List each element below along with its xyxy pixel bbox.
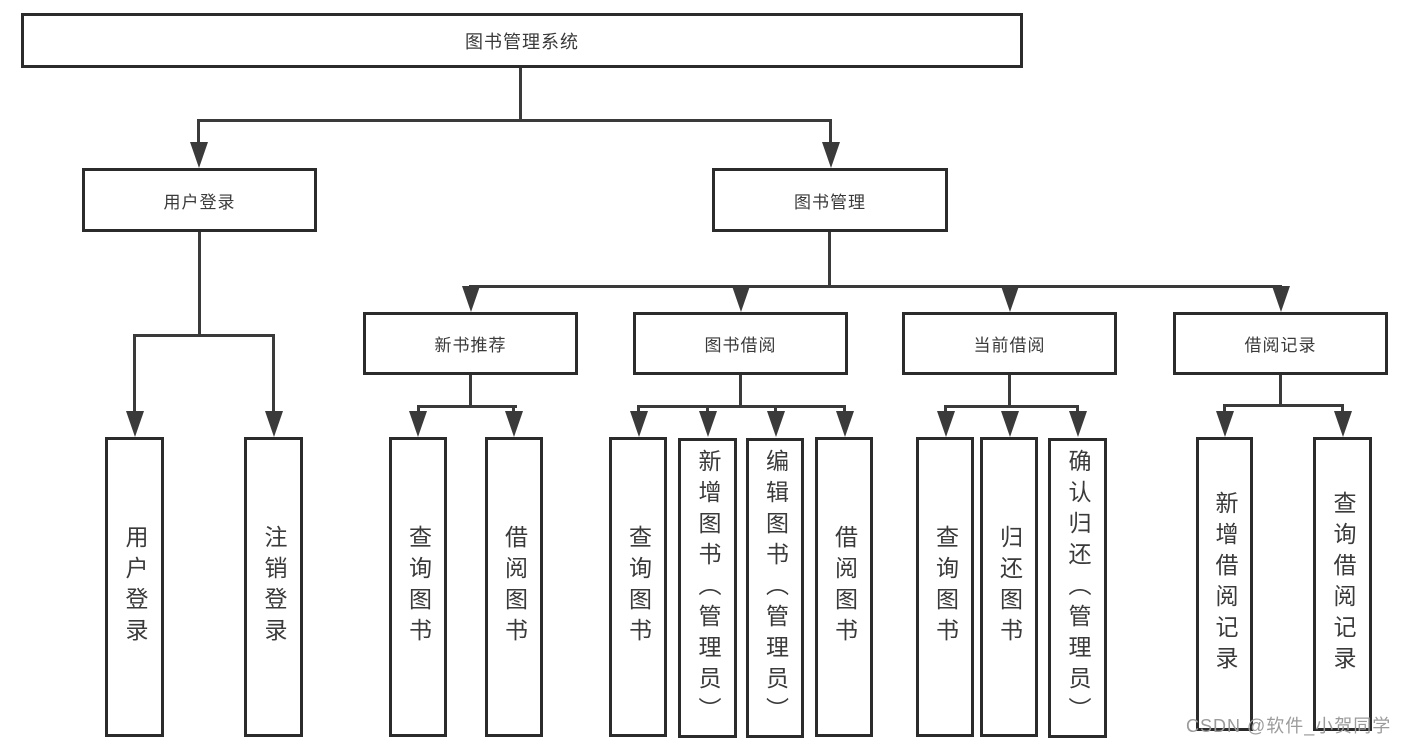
node-root: 图书管理系统 [21, 13, 1023, 68]
connector-line [774, 405, 777, 415]
node-new-book-recommendation-label: 新书推荐 [434, 336, 507, 355]
leaf-user-login-label: 用户登录 [122, 525, 148, 649]
connector-line [1008, 375, 1011, 408]
connector-line [417, 405, 517, 408]
leaf-confirm-return-admin: 确认归还（管理员） [1048, 438, 1107, 738]
arrowhead-down-icon [1334, 411, 1352, 437]
arrowhead-down-icon [409, 411, 427, 437]
leaf-query-books-3-label: 查询图书 [932, 525, 959, 649]
connector-line [417, 405, 420, 415]
leaf-return-book: 归还图书 [980, 437, 1038, 737]
connector-line [469, 375, 472, 408]
connector-line [1341, 404, 1344, 414]
node-book-borrowing-label: 图书借阅 [704, 336, 777, 355]
leaf-edit-book-admin: 编辑图书（管理员） [746, 438, 804, 738]
connector-line [637, 405, 846, 408]
connector-line [637, 405, 640, 415]
node-current-borrowing-label: 当前借阅 [973, 336, 1046, 355]
arrowhead-down-icon [731, 286, 750, 312]
arrowhead-down-icon [629, 411, 648, 437]
leaf-add-book-admin: 新增图书（管理员） [678, 438, 737, 738]
connector-line [1076, 405, 1079, 415]
connector-line [944, 405, 947, 415]
leaf-query-books-1: 查询图书 [389, 437, 447, 737]
connector-line [519, 68, 522, 122]
leaf-add-book-admin-label: 新增图书（管理员） [695, 448, 721, 728]
leaf-borrow-books-2: 借阅图书 [815, 437, 873, 737]
leaf-query-books-2-label: 查询图书 [625, 525, 652, 649]
csdn-watermark: CSDN @软件_小贺同学 [1186, 716, 1392, 736]
arrowhead-down-icon [1216, 411, 1234, 437]
leaf-borrow-books-2-label: 借阅图书 [831, 525, 858, 649]
arrowhead-down-icon [821, 142, 840, 168]
connector-line [133, 334, 136, 414]
connector-line [1223, 404, 1344, 407]
connector-line [1279, 375, 1282, 407]
connector-line [469, 285, 1282, 288]
node-borrowing-records: 借阅记录 [1173, 312, 1388, 375]
arrowhead-down-icon [698, 411, 717, 437]
arrowhead-down-icon [125, 411, 144, 437]
node-book-management-label: 图书管理 [794, 192, 866, 212]
leaf-user-login: 用户登录 [105, 437, 164, 737]
connector-line [944, 405, 1079, 408]
node-root-label: 图书管理系统 [465, 31, 579, 52]
arrowhead-down-icon [461, 286, 480, 312]
leaf-query-borrow-record: 查询借阅记录 [1313, 437, 1372, 731]
connector-line [198, 232, 201, 337]
leaf-query-borrow-record-label: 查询借阅记录 [1330, 491, 1356, 677]
leaf-borrow-books-1: 借阅图书 [485, 437, 543, 737]
leaf-add-borrow-record: 新增借阅记录 [1196, 437, 1253, 731]
connector-line [828, 232, 831, 288]
leaf-add-borrow-record-label: 新增借阅记录 [1212, 491, 1238, 677]
leaf-return-book-label: 归还图书 [996, 525, 1023, 649]
arrowhead-down-icon [189, 142, 208, 168]
arrowhead-down-icon [766, 411, 785, 437]
node-user-login-label: 用户登录 [163, 192, 236, 212]
arrowhead-down-icon [1000, 411, 1019, 437]
connector-line [739, 375, 742, 408]
connector-line [1223, 404, 1226, 414]
arrowhead-down-icon [835, 411, 854, 437]
node-new-book-recommendation: 新书推荐 [363, 312, 578, 375]
leaf-edit-book-admin-label: 编辑图书（管理员） [762, 448, 789, 728]
leaf-confirm-return-admin-label: 确认归还（管理员） [1065, 448, 1091, 728]
leaf-logout: 注销登录 [244, 437, 303, 737]
leaf-query-books-2: 查询图书 [609, 437, 667, 737]
leaf-logout-label: 注销登录 [261, 525, 287, 649]
arrowhead-down-icon [264, 411, 283, 437]
connector-line [512, 405, 515, 415]
node-book-management: 图书管理 [712, 168, 948, 232]
node-current-borrowing: 当前借阅 [902, 312, 1117, 375]
leaf-query-books-3: 查询图书 [916, 437, 974, 737]
connector-line [272, 334, 275, 414]
leaf-borrow-books-1-label: 借阅图书 [501, 525, 528, 649]
connector-line [197, 119, 200, 146]
arrowhead-down-icon [1069, 411, 1087, 437]
connector-line [197, 119, 832, 122]
arrowhead-down-icon [1271, 286, 1290, 312]
connector-line [829, 119, 832, 146]
node-user-login: 用户登录 [82, 168, 317, 232]
leaf-query-books-1-label: 查询图书 [405, 525, 432, 649]
arrowhead-down-icon [505, 411, 523, 437]
node-borrowing-records-label: 借阅记录 [1244, 336, 1317, 355]
arrowhead-down-icon [936, 411, 955, 437]
arrowhead-down-icon [1000, 286, 1019, 312]
node-book-borrowing: 图书借阅 [633, 312, 848, 375]
connector-line [133, 334, 275, 337]
connector-line [706, 405, 709, 415]
connector-line [843, 405, 846, 415]
